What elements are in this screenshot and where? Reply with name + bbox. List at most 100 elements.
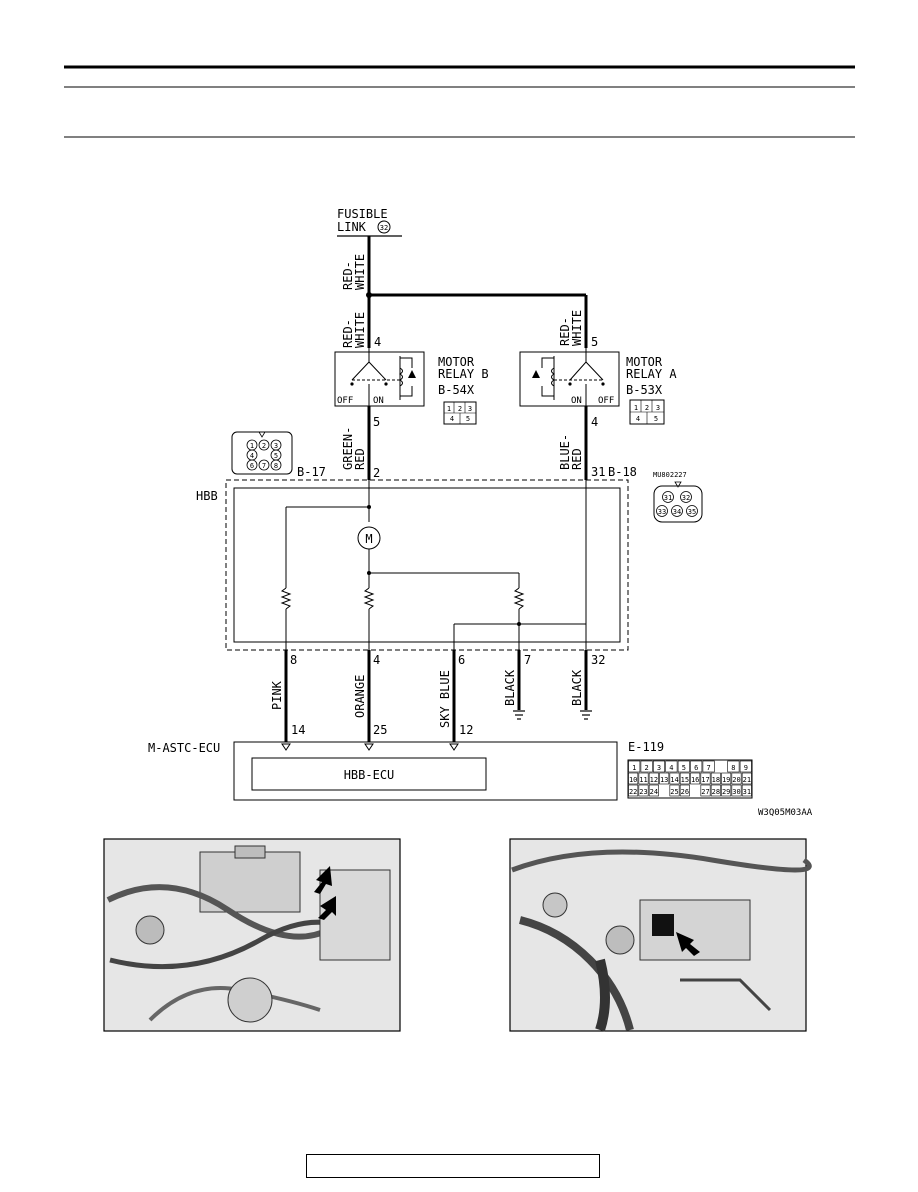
svg-text:4: 4 — [636, 415, 640, 423]
relay-a-coil-loops — [551, 367, 555, 387]
ecu-terminal-14 — [281, 743, 291, 751]
ecu-inner-label: HBB-ECU — [344, 768, 395, 782]
svg-text:32: 32 — [682, 494, 690, 502]
e119-pin-label: 1 — [632, 764, 636, 772]
svg-text:RED: RED — [570, 448, 584, 470]
e119-pin-label: 17 — [701, 776, 709, 784]
wire-label-sky-blue: SKY BLUE — [438, 670, 452, 728]
e119-pin-cell — [721, 784, 732, 797]
motor-label: M — [365, 532, 372, 546]
svg-text:SKY BLUE: SKY BLUE — [438, 670, 452, 728]
svg-text:PINK: PINK — [270, 680, 284, 710]
ecu-terminal-12 — [449, 743, 459, 751]
svg-text:RED-: RED- — [341, 261, 355, 290]
svg-text:RED: RED — [353, 448, 367, 470]
relay-a-box — [519, 351, 620, 407]
svg-text:3: 3 — [274, 442, 278, 450]
hbb-conn-left: B-17 — [297, 465, 326, 479]
wire-label-black-2: BLACK — [570, 669, 584, 706]
e119-pin-label: 7 — [706, 764, 710, 772]
e119-pin-label: 16 — [691, 776, 699, 784]
ecu-label: M-ASTC-ECU — [148, 741, 220, 755]
e119-pin-cell — [652, 760, 665, 773]
e119-pin-cell — [702, 760, 715, 773]
ecu-terminal-25 — [364, 743, 374, 751]
svg-text:2: 2 — [645, 404, 649, 412]
resistor-left-icon — [280, 587, 292, 610]
hbb-pin-32: 32 — [591, 653, 605, 667]
e119-pin-cell — [700, 772, 711, 785]
ecu-pin-12: 12 — [459, 723, 473, 737]
hbb-label: HBB — [196, 489, 218, 503]
svg-text:35: 35 — [688, 508, 696, 516]
b18-connector-icon: 31 32 33 34 35 — [653, 481, 703, 523]
relay-b-box — [334, 351, 425, 407]
svg-text:1: 1 — [634, 404, 638, 412]
fusible-link-label: FUSIBLE — [337, 207, 388, 221]
relay-b-diode-icon — [408, 370, 416, 378]
ground-icon-2 — [580, 710, 592, 720]
relay-b-pin-top: 4 — [374, 335, 381, 349]
svg-text:7: 7 — [262, 462, 266, 470]
svg-text:WHITE: WHITE — [570, 310, 584, 346]
e119-pin-label: 20 — [732, 776, 740, 784]
svg-text:31: 31 — [664, 494, 672, 502]
e119-pin-label: 31 — [743, 788, 751, 796]
e119-pin-label: 11 — [639, 776, 647, 784]
e119-pin-cell — [628, 772, 639, 785]
svg-text:5: 5 — [274, 452, 278, 460]
b17-connector-icon: 1 2 3 4 5 6 7 8 — [231, 431, 293, 475]
svg-text:WHITE: WHITE — [353, 312, 367, 348]
hbb-dashed-box — [225, 479, 629, 651]
svg-text:6: 6 — [250, 462, 254, 470]
fusible-link-label-2: LINK — [337, 220, 367, 234]
relay-a-pin-top: 5 — [591, 335, 598, 349]
resistor-center-icon — [363, 587, 375, 610]
e119-pin-label: 6 — [694, 764, 698, 772]
ecu-inner-box — [251, 757, 487, 791]
ecu-conn-code: E-119 — [628, 740, 664, 754]
wire-label-pink: PINK — [270, 680, 284, 710]
e119-pin-label: 18 — [712, 776, 720, 784]
e119-pin-cell — [710, 784, 721, 797]
svg-text:4: 4 — [250, 452, 254, 460]
e119-pin-label: 21 — [743, 776, 751, 784]
e119-pin-label: 28 — [712, 788, 720, 796]
engine-bay-photo-right — [509, 838, 812, 1032]
wire-label-red-white-b: RED- WHITE — [341, 312, 367, 348]
svg-text:RED-: RED- — [558, 317, 572, 346]
e119-pin-label: 19 — [722, 776, 730, 784]
e119-pin-cell — [741, 772, 752, 785]
svg-text:8: 8 — [274, 462, 278, 470]
ecu-pin-25: 25 — [373, 723, 387, 737]
e119-pin-cell — [741, 784, 752, 797]
engine-bay-photo-left — [103, 838, 401, 1032]
e119-pin-cell — [659, 772, 670, 785]
relay-a-on: ON — [571, 396, 582, 406]
svg-text:5: 5 — [654, 415, 658, 423]
svg-text:RED-: RED- — [341, 319, 355, 348]
e119-pin-label: 27 — [701, 788, 709, 796]
e119-pin-label: 26 — [681, 788, 689, 796]
arrow-icon-3 — [676, 932, 700, 956]
hbb-pin-7: 7 — [524, 653, 531, 667]
hbb-pin-right-top: 31 — [591, 465, 605, 479]
relay-a-contact-off — [601, 382, 605, 386]
e119-pin-cell — [731, 784, 742, 797]
relay-a-contact-on — [568, 382, 572, 386]
e119-pin-cell — [727, 760, 740, 773]
e119-pin-cell — [700, 784, 711, 797]
relay-a-diode-icon — [532, 370, 540, 378]
svg-text:2: 2 — [458, 405, 462, 413]
wire-label-blue-red: BLUE- RED — [558, 434, 584, 470]
e119-pin-cell — [669, 784, 680, 797]
relay-a-switch — [569, 361, 604, 381]
e119-pin-cell — [679, 784, 690, 797]
e119-pin-cell — [710, 772, 721, 785]
e119-pin-cell — [648, 784, 659, 797]
svg-text:ORANGE: ORANGE — [353, 675, 367, 718]
resistor-right-icon — [513, 587, 525, 610]
